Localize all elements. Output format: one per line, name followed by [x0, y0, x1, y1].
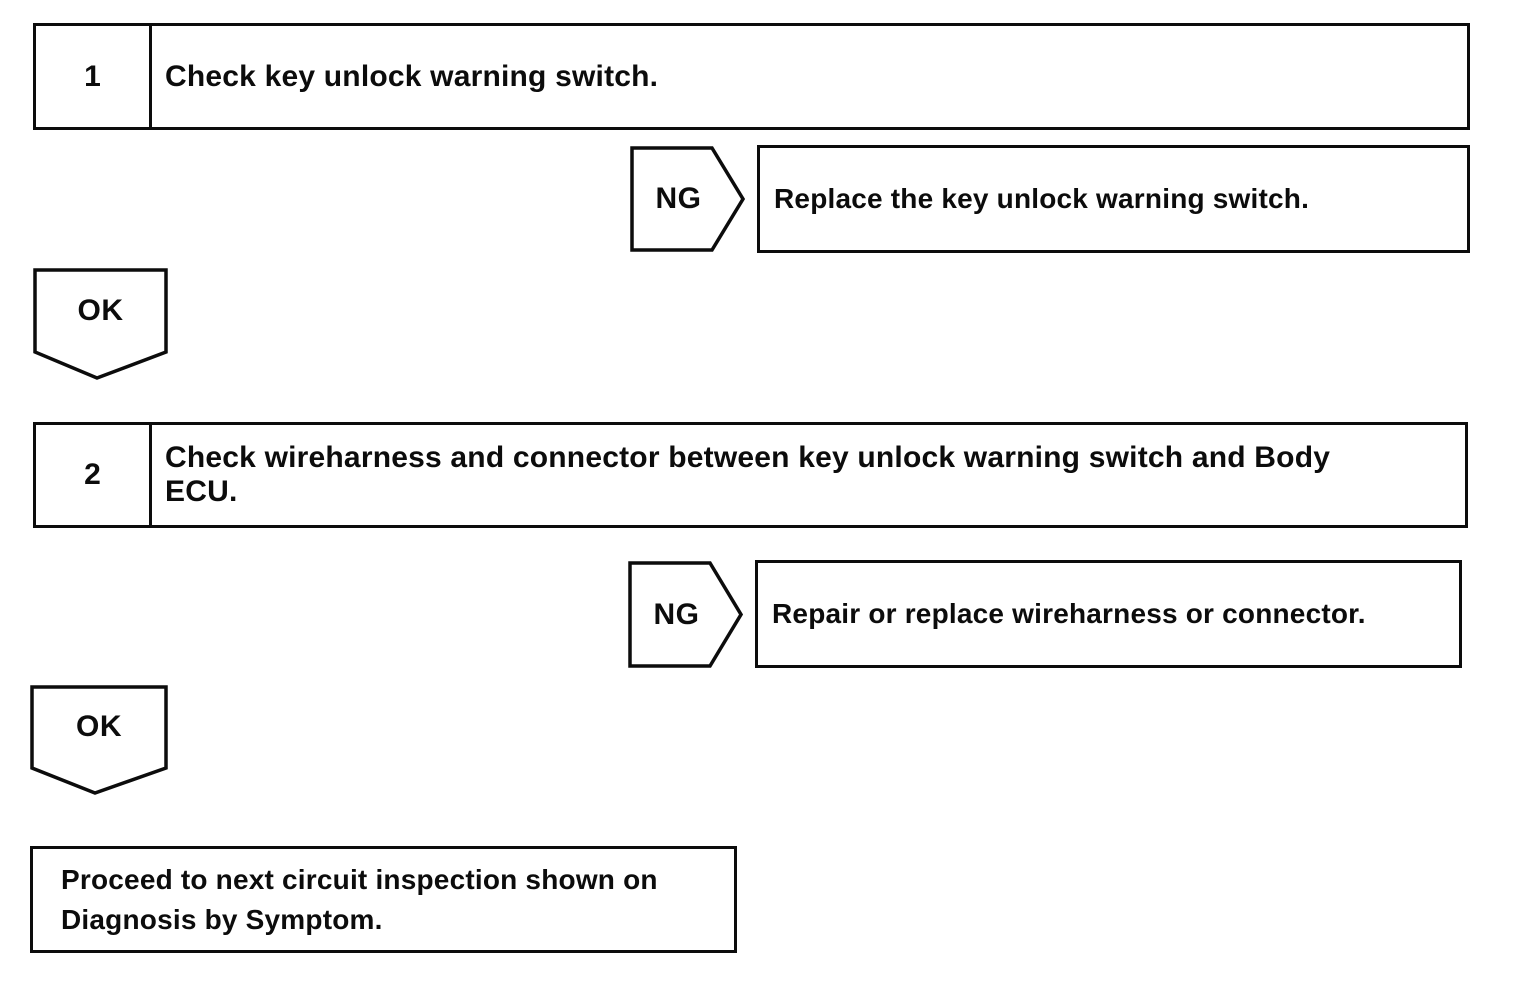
ok-connector-2: OK	[30, 685, 168, 795]
terminal-box: Proceed to next circuit inspection shown…	[30, 846, 737, 953]
step-2-label: Check wireharness and connector between …	[165, 441, 1331, 508]
step-2-number: 2	[36, 425, 152, 525]
ok-pentagon-icon	[33, 268, 168, 380]
ng-connector-2-label: NG	[653, 597, 700, 631]
ng-connector-1: NG	[630, 146, 745, 252]
step-1-label: Check key unlock warning switch.	[165, 59, 659, 93]
ng-action-box-2: Repair or replace wireharness or connect…	[755, 560, 1462, 668]
ok-connector-1-label: OK	[77, 294, 124, 327]
step-1-box: 1 Check key unlock warning switch.	[33, 23, 1470, 130]
step-1-number: 1	[36, 26, 152, 127]
step-2-box: 2 Check wireharness and connector betwee…	[33, 422, 1468, 528]
ng-connector-2: NG	[628, 561, 743, 668]
ok-connector-2-label: OK	[76, 710, 122, 743]
ok-pentagon-icon	[30, 685, 168, 795]
ok-connector-1: OK	[33, 268, 168, 380]
ng-pentagon-icon	[628, 561, 743, 668]
ng-connector-1-label: NG	[655, 182, 702, 215]
terminal-label: Proceed to next circuit inspection shown…	[61, 863, 658, 935]
ng-action-box-1: Replace the key unlock warning switch.	[757, 145, 1470, 253]
ng-pentagon-icon	[630, 146, 745, 252]
ng-action-2-label: Repair or replace wireharness or connect…	[772, 598, 1366, 629]
ng-action-1-label: Replace the key unlock warning switch.	[774, 183, 1310, 214]
